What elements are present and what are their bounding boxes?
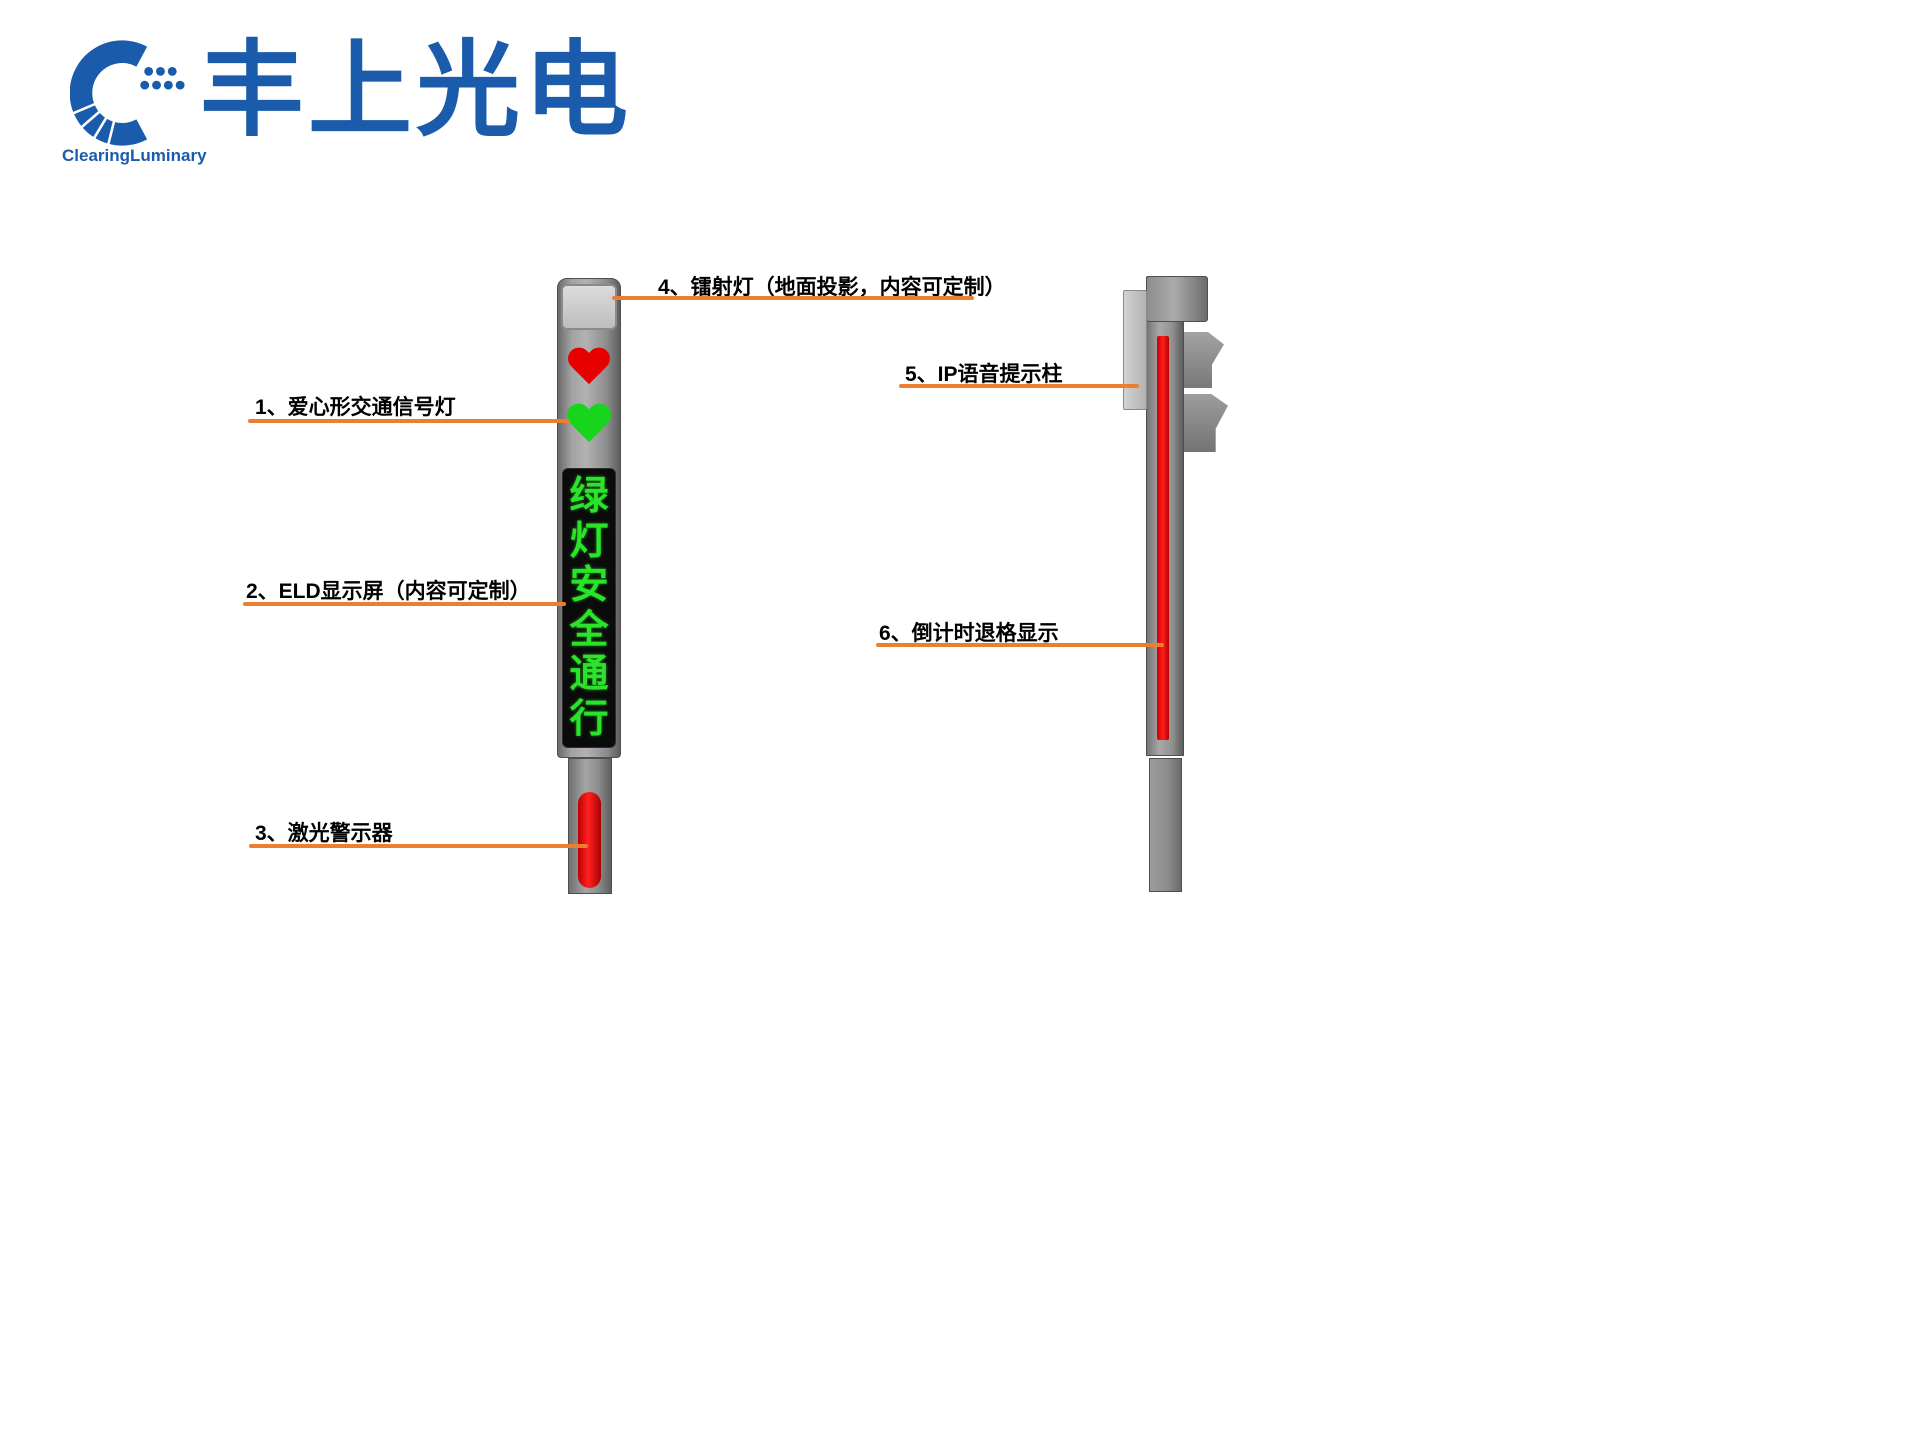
callout-laser-warning-label: 3、激光警示器: [255, 822, 393, 845]
led-char: 通: [569, 653, 609, 697]
company-logo-icon: [69, 34, 188, 152]
callout-heart-signal-line: [248, 419, 570, 423]
callout-eld-display-line: [243, 602, 566, 606]
led-char: 安: [569, 564, 609, 608]
callout-laser-projector-label: 4、镭射灯（地面投影，内容可定制）: [658, 276, 1006, 299]
voice-prompt-bracket: [1123, 290, 1147, 410]
pole-lower-section-side: [1149, 758, 1182, 892]
callout-countdown-line: [876, 643, 1164, 647]
signal-housing-side-upper: [1184, 332, 1224, 388]
callout-laser-projector-line: [612, 296, 974, 300]
callout-heart-signal-label: 1、爱心形交通信号灯: [255, 396, 456, 419]
green-heart-light: [566, 404, 612, 448]
led-char: 全: [569, 608, 609, 652]
callout-ip-voice-line: [899, 384, 1139, 388]
callout-eld-display-label: 2、ELD显示屏（内容可定制）: [246, 580, 531, 603]
laser-warning-strip: [578, 792, 601, 888]
led-char: 绿: [569, 475, 609, 518]
laser-projector-front: [561, 284, 617, 330]
led-char: 行: [569, 697, 609, 741]
signal-housing-side-lower: [1184, 394, 1228, 452]
company-name-cn: 丰上光电: [200, 33, 633, 149]
company-name-en: ClearingLuminary: [62, 146, 207, 165]
callout-ip-voice-label: 5、IP语音提示柱: [905, 363, 1063, 386]
red-heart-light: [567, 348, 611, 390]
eld-display-screen: 绿 灯 安 全 通 行: [562, 468, 616, 748]
countdown-display-strip: [1157, 336, 1169, 740]
callout-countdown-label: 6、倒计时退格显示: [879, 622, 1059, 645]
callout-laser-warning-line: [249, 844, 588, 848]
led-char: 灯: [569, 519, 609, 563]
laser-projector-side: [1146, 276, 1208, 322]
